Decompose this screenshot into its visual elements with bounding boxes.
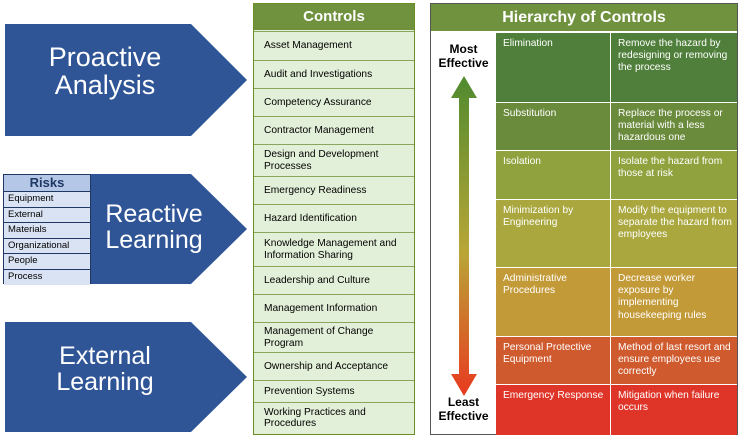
control-item: Management of Change Program	[254, 322, 414, 352]
reactive-label-line2: Learning	[105, 226, 203, 255]
hierarchy-row: Isolation Isolate the hazard from those a…	[496, 150, 737, 200]
hierarchy-control-name: Administrative Procedures	[496, 268, 611, 337]
most-effective-line2: Effective	[438, 55, 489, 70]
external-label-line1: External	[59, 342, 151, 370]
hierarchy-control-name: Substitution	[496, 103, 611, 151]
risk-item: Process	[4, 269, 90, 285]
proactive-analysis-arrow: Proactive Analysis	[5, 24, 247, 136]
control-item: Knowledge Management and Information Sha…	[254, 232, 414, 266]
proactive-label-line2: Analysis	[54, 70, 156, 101]
risks-title: Risks	[4, 175, 90, 192]
controls-title: Controls	[254, 4, 414, 30]
least-effective-line2: Effective	[438, 408, 489, 423]
control-item: Management Information	[254, 294, 414, 322]
control-item: Prevention Systems	[254, 380, 414, 402]
hierarchy-control-name: Emergency Response	[496, 385, 611, 435]
risks-box: Risks Equipment External Materials Organ…	[3, 174, 91, 285]
most-effective-label: Most Effective	[431, 42, 496, 71]
hierarchy-row: Emergency Response Mitigation when failur…	[496, 384, 737, 435]
hierarchy-control-name: Isolation	[496, 151, 611, 200]
control-item: Emergency Readiness	[254, 176, 414, 204]
control-item: Contractor Management	[254, 116, 414, 144]
control-item: Ownership and Acceptance	[254, 352, 414, 380]
hierarchy-control-description: Isolate the hazard from those at risk	[618, 156, 723, 180]
hierarchy-control-description: Decrease worker exposure by implementing…	[618, 273, 707, 321]
risk-item: People	[4, 254, 90, 270]
hierarchy-control-description: Mitigation when failure occurs	[618, 390, 720, 414]
external-learning-arrow: External Learning	[5, 322, 247, 432]
hierarchy-title: Hierarchy of Controls	[431, 4, 737, 31]
proactive-analysis-label: Proactive Analysis	[5, 43, 205, 100]
control-item: Asset Management	[254, 31, 414, 60]
control-item: Audit and Investigations	[254, 60, 414, 88]
reactive-label-line1: Reactive	[105, 200, 203, 228]
risk-item: External	[4, 207, 90, 224]
effectiveness-arrow	[451, 76, 477, 396]
least-effective-line1: Least	[447, 395, 480, 409]
hierarchy-of-controls: Hierarchy of Controls Most Effective Lea…	[430, 3, 738, 435]
risk-item: Materials	[4, 223, 90, 239]
external-arrow-shape	[5, 322, 247, 432]
hierarchy-control-description: Replace the process or material with a l…	[618, 108, 723, 144]
control-item: Working Practices and Procedures	[254, 402, 414, 433]
controls-column: Controls Asset Management Audit and Inve…	[253, 3, 415, 435]
hierarchy-control-name: Elimination	[496, 33, 611, 103]
control-item: Competency Assurance	[254, 88, 414, 116]
most-effective-line1: Most	[449, 42, 478, 56]
proactive-label-line1: Proactive	[48, 42, 162, 72]
external-learning-label: External Learning	[5, 343, 205, 396]
proactive-arrow-shape	[5, 24, 247, 136]
least-effective-label: Least Effective	[431, 395, 496, 424]
hierarchy-control-description: Modify the equipment to separate the haz…	[618, 205, 732, 241]
hierarchy-control-name: Personal Protective Equipment	[496, 337, 611, 385]
external-label-line2: Learning	[56, 368, 154, 397]
hierarchy-control-name: Minimization by Engineering	[496, 200, 611, 268]
control-item: Design and Development Processes	[254, 144, 414, 176]
reactive-learning-label: Reactive Learning	[91, 201, 217, 254]
risk-item: Equipment	[4, 192, 90, 208]
hierarchy-control-description: Remove the hazard by redesigning or remo…	[618, 38, 728, 74]
control-item: Hazard Identification	[254, 204, 414, 232]
risk-item: Organizational	[4, 238, 90, 255]
hierarchy-control-description: Method of last resort and ensure employe…	[618, 342, 731, 378]
control-item: Leadership and Culture	[254, 266, 414, 294]
